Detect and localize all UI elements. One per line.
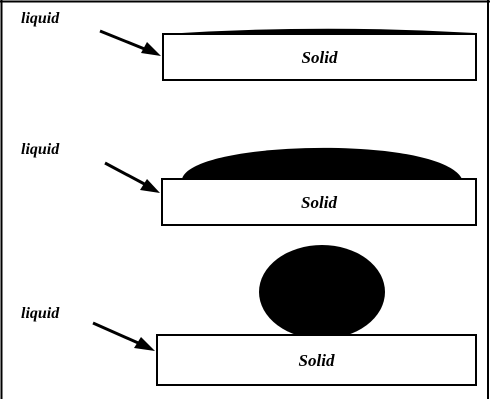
liquid-label-2: liquid	[21, 141, 60, 158]
arrow-head-3	[134, 337, 155, 351]
liquid-drop-2	[182, 147, 462, 179]
liquid-bead-3	[259, 245, 385, 339]
solid-label-2: Solid	[301, 193, 337, 212]
arrow-head-2	[140, 179, 160, 193]
arrow-shaft-2	[104, 161, 151, 189]
solid-block-3	[156, 334, 477, 386]
solid-label-1: Solid	[301, 48, 338, 67]
liquid-label-3: liquid	[21, 305, 60, 322]
liquid-label-1: liquid	[21, 10, 60, 27]
solid-block-2	[161, 178, 477, 226]
arrow-shaft-3	[92, 321, 146, 348]
solid-label-3: Solid	[298, 351, 335, 370]
liquid-film-1	[164, 28, 475, 34]
arrow-shaft-1	[99, 29, 153, 54]
solid-block-1	[162, 33, 477, 81]
arrow-head-1	[141, 42, 161, 56]
